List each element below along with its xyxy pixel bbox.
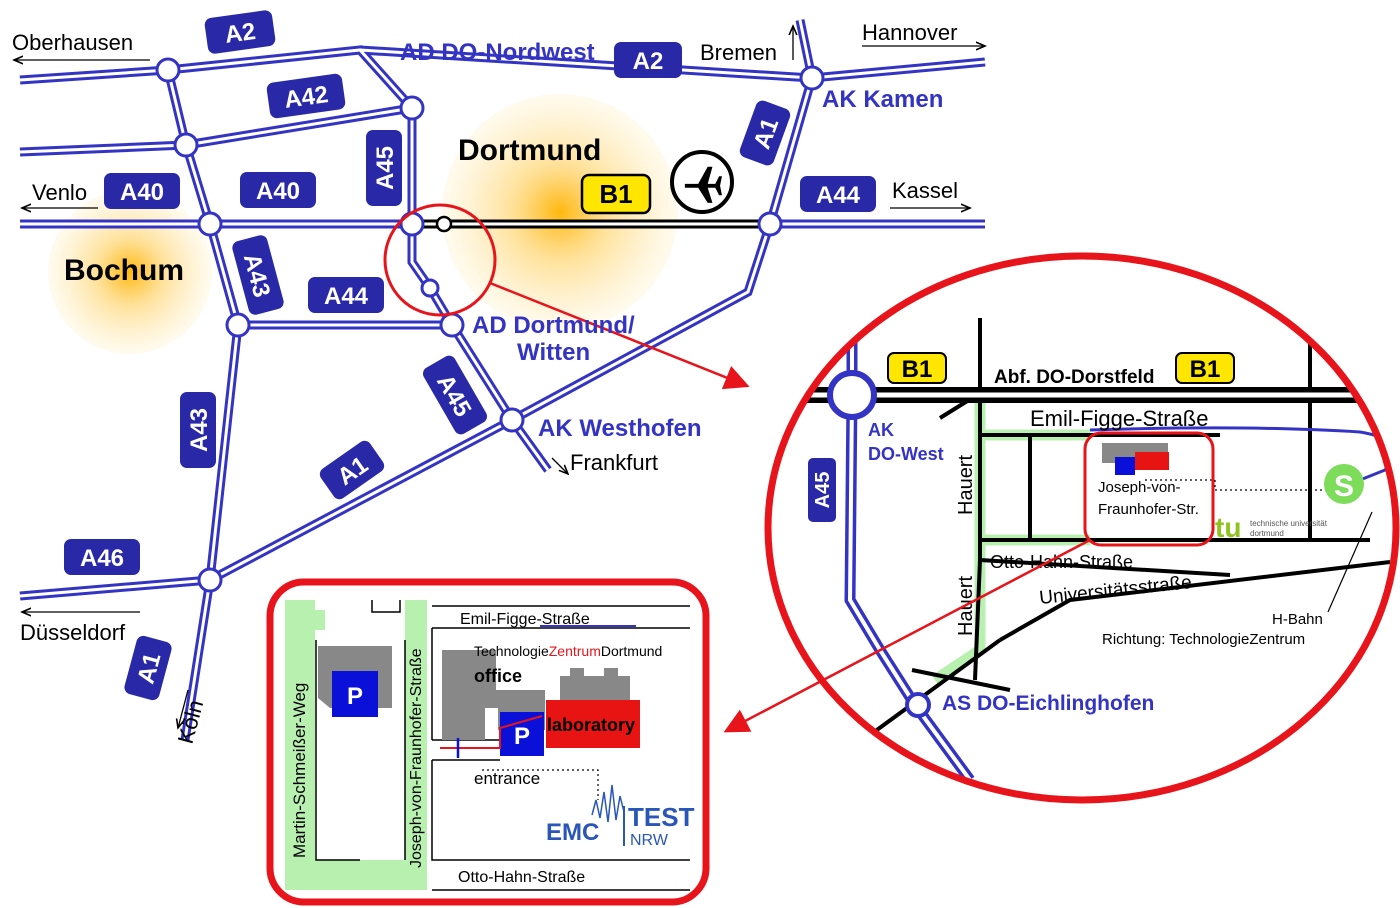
label-joseph-2: Fraunhofer-Str. bbox=[1098, 501, 1199, 518]
zoom-arrow-1 bbox=[489, 281, 750, 390]
motorway-shields: A2 A2 A42 A45 A40 A40 A1 A44 A43 A44 A45… bbox=[64, 10, 876, 701]
shield-a2-right: A2 bbox=[633, 48, 664, 75]
label-ak-do-west-1: AK bbox=[868, 420, 894, 440]
dir-koeln: Köln bbox=[173, 697, 209, 746]
label-technozentrum: TechnologieZentrumDortmund bbox=[474, 643, 662, 659]
label-ak-do-west-2: DO-West bbox=[868, 444, 944, 464]
label-emil-figge-site: Emil-Figge-Straße bbox=[460, 611, 590, 628]
overview-map: A2 A2 A42 A45 A40 A40 A1 A44 A43 A44 A45… bbox=[12, 10, 985, 746]
dir-bremen: Bremen bbox=[700, 40, 777, 65]
label-ad-dortmund-witten-2: Witten bbox=[517, 339, 590, 366]
tu-logo: tu technische universität dortmund bbox=[1215, 512, 1328, 543]
ak-do-west-ring bbox=[827, 370, 877, 420]
label-otto-hahn-detail: Otto-Hahn-Straße bbox=[990, 552, 1133, 572]
detail-shield-a45: A45 bbox=[812, 472, 834, 509]
dir-frankfurt: Frankfurt bbox=[570, 450, 658, 475]
laboratory-building bbox=[546, 700, 640, 748]
shield-a44-right: A44 bbox=[816, 182, 861, 209]
entrance-route bbox=[440, 715, 543, 749]
b1-badge: B1 bbox=[580, 173, 652, 215]
detail-b1-right: B1 bbox=[1175, 352, 1235, 384]
shield-a44-mid: A44 bbox=[324, 283, 369, 310]
shield-a2-left: A2 bbox=[223, 18, 257, 49]
parking-1: P bbox=[332, 671, 378, 717]
label-hbahn-2: Richtung: TechnologieZentrum bbox=[1102, 631, 1305, 648]
shield-a40-left: A40 bbox=[120, 179, 164, 206]
detail-b1-left: B1 bbox=[887, 352, 947, 384]
dir-venlo: Venlo bbox=[32, 180, 87, 205]
label-hbahn-1: H-Bahn bbox=[1272, 611, 1323, 628]
detail-map: S tu technische universität dortmund B1 … bbox=[723, 252, 1400, 804]
svg-text:P: P bbox=[347, 683, 363, 710]
shield-a43-low: A43 bbox=[186, 408, 213, 452]
label-joseph-str: Joseph-von-Fraunhofer-Straße bbox=[408, 648, 425, 868]
dir-oberhausen: Oberhausen bbox=[12, 30, 133, 55]
dir-duesseldorf: Düsseldorf bbox=[20, 620, 126, 645]
label-laboratory: laboratory bbox=[547, 715, 635, 735]
b1-road bbox=[412, 215, 770, 233]
highlight-circle bbox=[383, 203, 497, 317]
s-bahn-icon: S bbox=[1324, 464, 1364, 504]
label-ak-kamen: AK Kamen bbox=[822, 86, 943, 113]
direction-labels bbox=[14, 26, 985, 728]
shield-a40-mid: A40 bbox=[256, 178, 300, 205]
label-martin-weg: Martin-Schmeißer-Weg bbox=[290, 683, 309, 858]
label-office: office bbox=[474, 666, 522, 686]
svg-text:TEST: TEST bbox=[628, 802, 695, 832]
label-emil-figge-detail: Emil-Figge-Straße bbox=[1030, 406, 1208, 431]
parking-2: P bbox=[500, 712, 544, 756]
shield-a46: A46 bbox=[80, 545, 124, 572]
site-plan: P P Emil-Figge-Straße TechnologieZentrum… bbox=[266, 578, 710, 906]
label-abf-dorstfeld: Abf. DO-Dorstfeld bbox=[994, 367, 1154, 388]
label-hauert-top: Hauert bbox=[955, 455, 977, 515]
label-entrance: entrance bbox=[474, 769, 540, 788]
label-joseph-1: Joseph-von- bbox=[1098, 479, 1181, 496]
shield-a45-top: A45 bbox=[372, 146, 399, 190]
as-eichlinghofen-ring bbox=[905, 692, 931, 718]
interchange-rings bbox=[155, 57, 825, 593]
svg-text:B1: B1 bbox=[1190, 356, 1221, 383]
dir-hannover: Hannover bbox=[862, 20, 957, 45]
svg-text:technische universität: technische universität bbox=[1250, 519, 1328, 528]
bochum-area bbox=[48, 190, 212, 354]
label-ad-dortmund-witten-1: AD Dortmund/ bbox=[472, 312, 635, 339]
svg-text:P: P bbox=[514, 723, 530, 750]
airport-icon bbox=[670, 150, 734, 214]
label-otto-hahn-site: Otto-Hahn-Straße bbox=[458, 869, 585, 886]
svg-text:S: S bbox=[1334, 470, 1354, 503]
svg-text:EMC: EMC bbox=[546, 819, 599, 846]
city-bochum: Bochum bbox=[64, 254, 184, 287]
city-dortmund: Dortmund bbox=[458, 134, 601, 167]
label-as-eichlinghofen: AS DO-Eichlinghofen bbox=[942, 692, 1154, 715]
svg-text:NRW: NRW bbox=[630, 832, 669, 849]
svg-text:B1: B1 bbox=[599, 179, 632, 209]
svg-text:tu: tu bbox=[1215, 512, 1241, 543]
dortmund-area bbox=[442, 94, 678, 330]
svg-text:B1: B1 bbox=[902, 356, 933, 383]
emc-test-logo: EMC TEST NRW bbox=[546, 784, 695, 849]
site-highlight bbox=[1083, 431, 1215, 547]
label-ad-nordwest: AD DO-Nordwest bbox=[400, 39, 595, 66]
svg-text:dortmund: dortmund bbox=[1250, 529, 1284, 538]
shield-a42: A42 bbox=[283, 81, 330, 114]
zoom-arrow-2 bbox=[723, 538, 1091, 733]
label-ak-westhofen: AK Westhofen bbox=[538, 415, 702, 442]
dir-kassel: Kassel bbox=[892, 178, 958, 203]
